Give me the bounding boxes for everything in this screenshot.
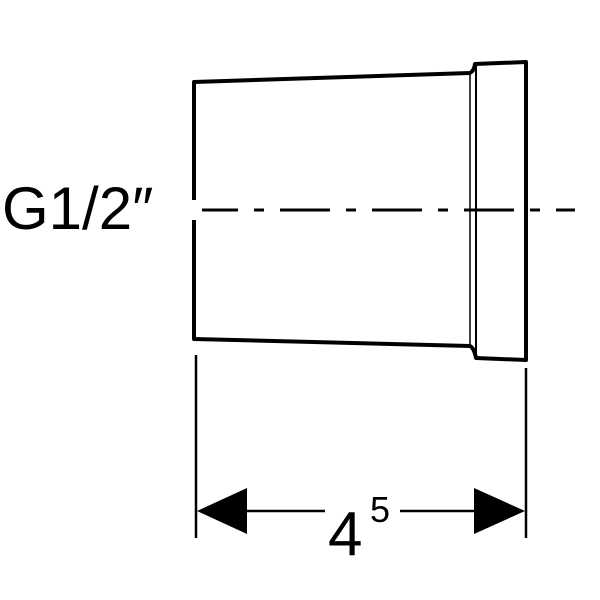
arrowhead-left [197,488,247,534]
dimension-superscript: 5 [370,489,390,530]
arrowhead-right [474,488,525,534]
thread-label: G1/2″ [2,175,153,242]
fitting-body-outline [192,60,528,362]
dimension-value: 4 [328,500,362,569]
